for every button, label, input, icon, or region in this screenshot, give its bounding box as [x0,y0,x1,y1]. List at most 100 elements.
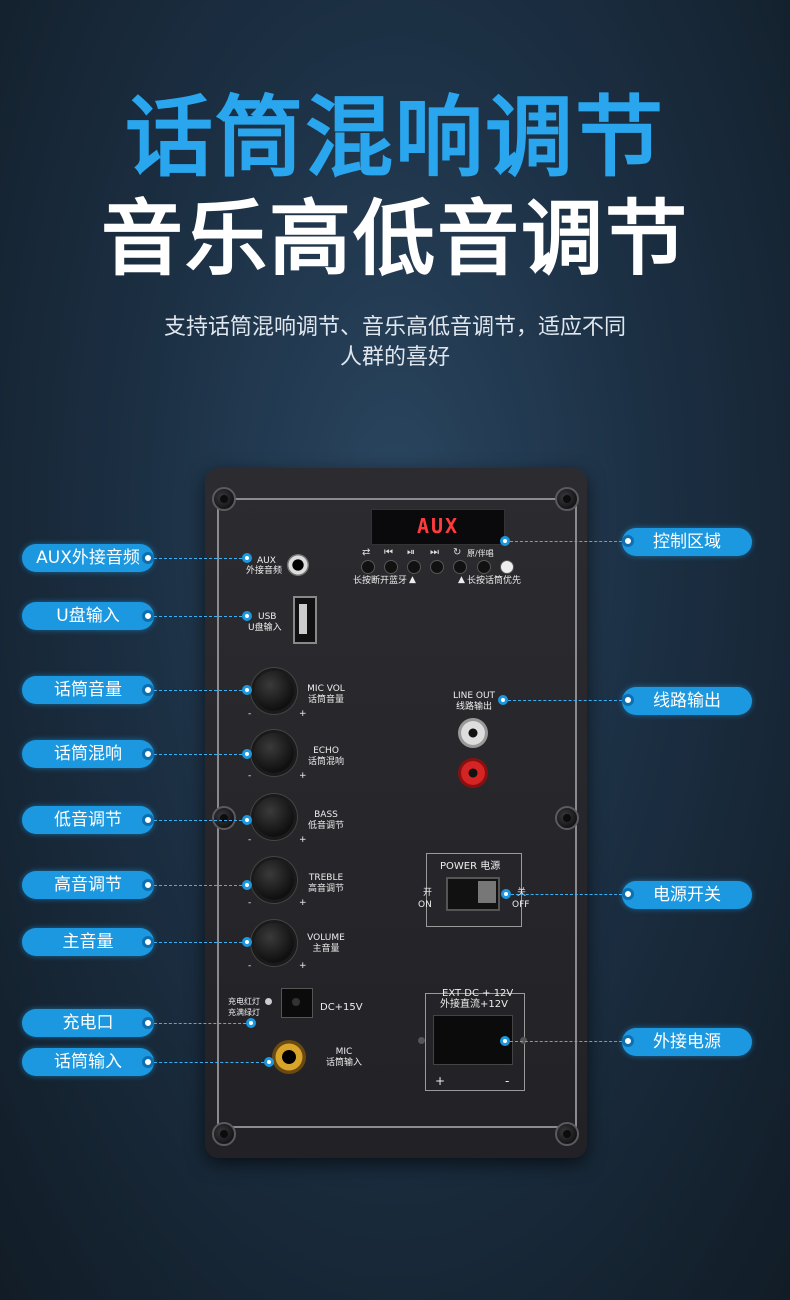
mode-button[interactable] [453,560,467,574]
plus-label: + [299,961,307,971]
aux-label: AUX [257,556,276,567]
previous-button[interactable] [384,560,398,574]
mic-priority-button[interactable] [500,560,514,574]
power-switch[interactable] [446,877,500,911]
callout-leader [154,885,242,886]
screw-icon [555,806,579,830]
screw-icon [555,487,579,511]
bass-cn: 低音调节 [307,821,344,831]
line-out-en: LINE OUT [452,691,496,701]
callout-leader [154,616,242,617]
screw-icon [212,806,236,830]
repeat-icon: ⇄ [362,547,371,558]
callout-echo: 话筒混响 [22,740,154,768]
usb-port[interactable] [293,596,317,644]
line-out-white-jack[interactable] [458,718,488,748]
vocal-button[interactable] [477,560,491,574]
screw-icon [555,1122,579,1146]
marker-dot [264,1057,274,1067]
callout-power-switch: 电源开关 [622,881,752,909]
treble-en: TREBLE [308,873,344,883]
master-volume-knob[interactable] [254,923,294,963]
marker-dot [242,815,252,825]
callout-line-out: 线路输出 [622,687,752,715]
subtitle-line2: 人群的喜好 [339,345,450,370]
line-out-label: LINE OUT 线路输出 [444,691,504,713]
callout-leader [154,942,242,943]
callout-leader [510,1041,622,1042]
marker-dot [242,553,252,563]
mic-volume-cn: 话筒音量 [307,695,344,705]
callout-leader [510,541,622,542]
callout-master-volume: 主音量 [22,928,154,956]
callout-dot [142,552,154,564]
display-text: AUX [416,514,460,538]
marker-dot [242,937,252,947]
subtitle: 支持话筒混响调节、音乐高低音调节，适应不同 人群的喜好 [110,313,680,373]
echo-label: ECHO 话筒混响 [296,746,356,768]
callout-dot [622,535,634,547]
plus-label: + [299,898,307,908]
mic-priority-hint: 长按话筒优先 [467,576,522,586]
charge-led-label: 充电红灯 充满绿灯 [228,996,260,1018]
callout-dot [142,610,154,622]
treble-knob[interactable] [254,860,294,900]
mic-jack[interactable] [272,1040,306,1074]
aux-jack[interactable] [287,554,309,576]
plus-label: + [299,709,307,719]
play-pause-button[interactable] [407,560,421,574]
line-out-red-jack[interactable] [458,758,488,788]
mode-label: 原/伴唱 [467,549,494,558]
minus-label: - [248,898,252,908]
power-on-en: ON [418,900,432,910]
callout-leader [511,894,622,895]
aux-label-cn: 外接音频 [246,566,283,576]
callout-leader [154,1023,246,1024]
marker-dot [242,749,252,759]
callout-leader [154,820,242,821]
usb-label-en: USB [258,612,277,622]
marker-dot [500,1036,510,1046]
callout-dot [622,888,634,900]
bluetooth-hint: 长按断开蓝牙 [353,576,408,586]
callout-aux: AUX外接音频 [22,544,154,572]
marker-dot [242,611,252,621]
ext-dc-line1: EXT DC + 12V [442,988,514,999]
power-switch-frame [426,853,522,927]
subtitle-line1: 支持话筒混响调节、音乐高低音调节，适应不同 [163,315,626,340]
callout-dot [142,1056,154,1068]
charge-led-line2: 充满绿灯 [228,1008,260,1017]
ext-dc-minus: - [505,1074,510,1088]
marker-dot [242,880,252,890]
master-volume-label: VOLUME 主音量 [296,933,356,955]
previous-icon: ⏮ [384,547,393,558]
callout-dot [622,694,634,706]
next-button[interactable] [430,560,444,574]
next-icon: ⏭ [430,547,439,558]
power-title: POWER 电源 [440,861,501,872]
minus-label: - [248,835,252,845]
dc-jack[interactable] [281,988,313,1018]
dc-label: DC+15V [320,1002,363,1013]
echo-knob[interactable] [254,733,294,773]
mic-volume-knob[interactable] [254,671,294,711]
charge-led-line1: 充电红灯 [228,997,260,1006]
callout-treble: 高音调节 [22,871,154,899]
echo-cn: 话筒混响 [307,757,344,767]
mic-label-en: MIC [335,1047,353,1057]
bass-label: BASS 低音调节 [296,810,356,832]
ext-dc-terminal[interactable] [433,1015,513,1065]
power-off-en: OFF [512,900,530,910]
bass-en: BASS [314,810,338,820]
callout-control-area: 控制区域 [622,528,752,556]
marker-dot [500,536,510,546]
headline-line1: 话筒混响调节 [124,86,665,189]
bass-knob[interactable] [254,797,294,837]
callout-mic-volume: 话筒音量 [22,676,154,704]
marker-dot [242,685,252,695]
callout-dot [142,1017,154,1029]
treble-cn: 高音调节 [307,884,344,894]
repeat-button[interactable] [361,560,375,574]
treble-label: TREBLE 高音调节 [296,873,356,895]
callout-dot [142,879,154,891]
